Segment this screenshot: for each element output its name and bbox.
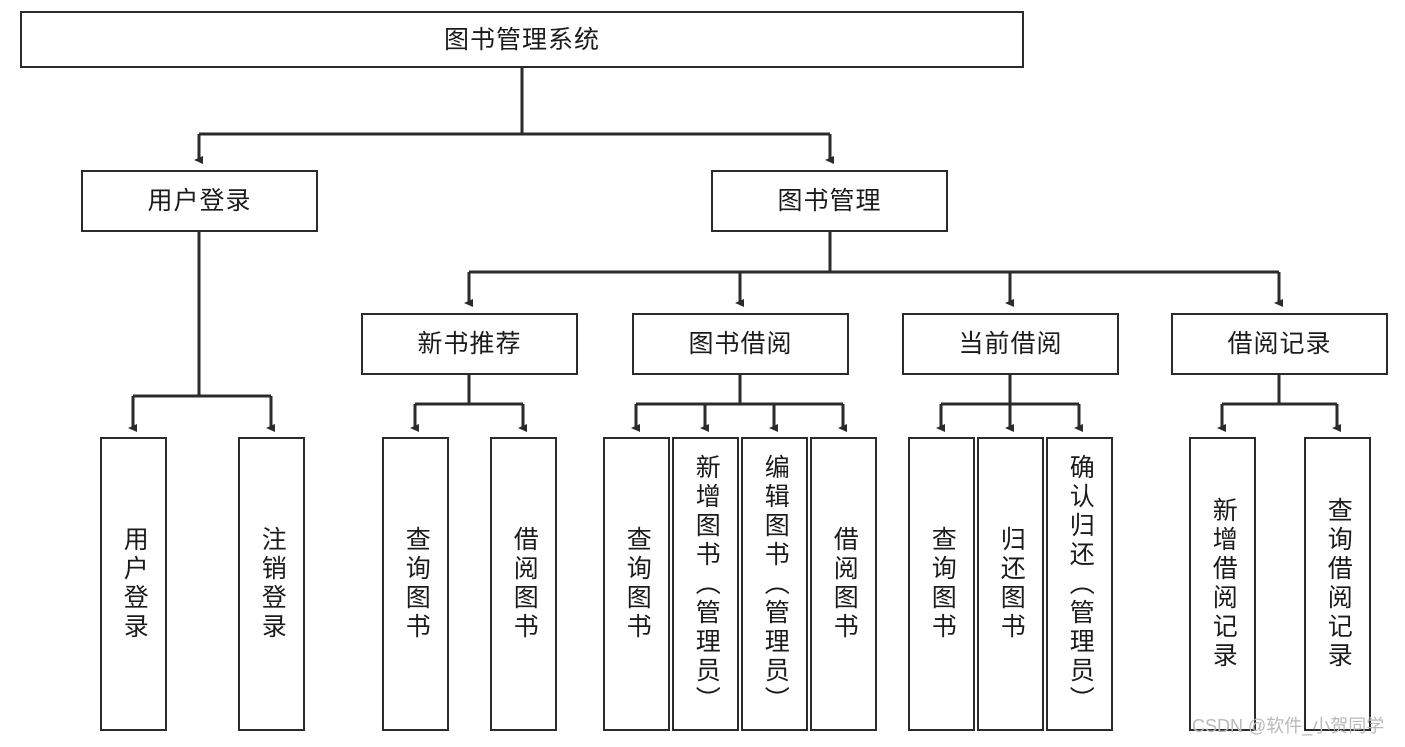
node-leaf-query-record-label: 查询借阅记录 bbox=[1324, 497, 1353, 671]
node-leaf-user-login[interactable]: 用户登录 bbox=[100, 437, 167, 731]
node-user-login[interactable]: 用户登录 bbox=[81, 170, 318, 232]
node-leaf-confirm-return[interactable]: 确认归还（管理员） bbox=[1046, 437, 1113, 731]
node-root-label: 图书管理系统 bbox=[443, 25, 600, 54]
node-book-manage[interactable]: 图书管理 bbox=[711, 170, 948, 232]
node-book-manage-label: 图书管理 bbox=[777, 187, 882, 215]
node-book-borrow-label: 图书借阅 bbox=[688, 330, 793, 358]
node-leaf-edit-book[interactable]: 编辑图书（管理员） bbox=[741, 437, 808, 731]
node-leaf-add-record-label: 新增借阅记录 bbox=[1209, 497, 1238, 671]
node-leaf-query-record[interactable]: 查询借阅记录 bbox=[1304, 437, 1371, 731]
node-leaf-borrow-book-2[interactable]: 借阅图书 bbox=[810, 437, 877, 731]
node-new-book-recommend-label: 新书推荐 bbox=[417, 330, 522, 358]
node-current-borrow[interactable]: 当前借阅 bbox=[902, 313, 1119, 375]
node-user-login-label: 用户登录 bbox=[147, 187, 252, 215]
node-leaf-user-login-label: 用户登录 bbox=[120, 526, 149, 642]
node-leaf-add-record[interactable]: 新增借阅记录 bbox=[1189, 437, 1256, 731]
node-leaf-borrow-book-2-label: 借阅图书 bbox=[830, 526, 859, 642]
node-leaf-query-book-2-label: 查询图书 bbox=[623, 526, 652, 642]
node-leaf-edit-book-label: 编辑图书（管理员） bbox=[761, 453, 790, 715]
node-leaf-return-book-label: 归还图书 bbox=[997, 526, 1026, 642]
node-borrow-record-label: 借阅记录 bbox=[1227, 330, 1332, 358]
node-leaf-borrow-book-1-label: 借阅图书 bbox=[510, 526, 539, 642]
node-book-borrow[interactable]: 图书借阅 bbox=[632, 313, 849, 375]
node-leaf-add-book[interactable]: 新增图书（管理员） bbox=[672, 437, 739, 731]
node-leaf-add-book-label: 新增图书（管理员） bbox=[692, 453, 721, 715]
node-leaf-borrow-book-1[interactable]: 借阅图书 bbox=[490, 437, 557, 731]
node-leaf-query-book-1[interactable]: 查询图书 bbox=[382, 437, 449, 731]
node-leaf-query-book-3-label: 查询图书 bbox=[928, 526, 957, 642]
watermark: CSDN @软件_小贺同学 bbox=[1192, 716, 1385, 736]
node-leaf-user-logout-label: 注销登录 bbox=[258, 526, 287, 642]
node-current-borrow-label: 当前借阅 bbox=[958, 330, 1063, 358]
node-leaf-query-book-2[interactable]: 查询图书 bbox=[603, 437, 670, 731]
node-leaf-query-book-3[interactable]: 查询图书 bbox=[908, 437, 975, 731]
node-borrow-record[interactable]: 借阅记录 bbox=[1171, 313, 1388, 375]
node-new-book-recommend[interactable]: 新书推荐 bbox=[361, 313, 578, 375]
node-leaf-return-book[interactable]: 归还图书 bbox=[977, 437, 1044, 731]
node-leaf-confirm-return-label: 确认归还（管理员） bbox=[1066, 453, 1095, 715]
node-leaf-query-book-1-label: 查询图书 bbox=[402, 526, 431, 642]
node-leaf-user-logout[interactable]: 注销登录 bbox=[238, 437, 305, 731]
node-root[interactable]: 图书管理系统 bbox=[20, 11, 1024, 68]
